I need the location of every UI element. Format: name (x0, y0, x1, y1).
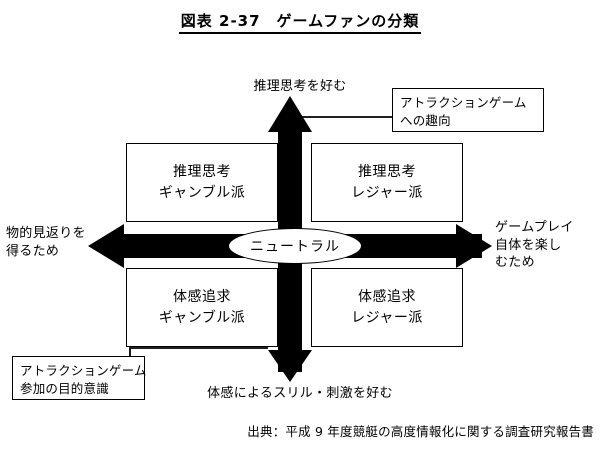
axis-arrowhead-left (88, 224, 124, 268)
page-title: 図表 2-37 ゲームファンの分類 (0, 10, 600, 34)
quadrant-top-right[interactable]: 推理思考 レジャー派 (311, 143, 463, 222)
quadrant-top-right-line1: 推理思考 (358, 163, 416, 180)
callout-attraction-preference-line1: アトラクションゲーム (400, 95, 527, 110)
quadrant-top-right-line2: レジャー派 (351, 184, 423, 201)
quadrant-bottom-right-line1: 体感追求 (358, 288, 416, 305)
source-note: 出典：平成 9 年度競艇の高度情報化に関する調査研究報告書 (247, 424, 594, 439)
axis-label-right-line3: むため (495, 255, 535, 271)
quadrant-bottom-right-line2: レジャー派 (351, 309, 423, 326)
quadrant-bottom-left-line2: ギャンブル派 (158, 309, 246, 326)
quadrant-bottom-left-line1: 体感追求 (173, 288, 231, 305)
quadrant-top-left[interactable]: 推理思考 ギャンブル派 (126, 143, 278, 222)
axis-arrowhead-down (268, 350, 312, 382)
callout-attraction-purpose-line2: 参加の目的意識 (20, 381, 109, 397)
axis-arrowhead-up (268, 96, 312, 132)
connector-bottom-left (129, 347, 268, 356)
callout-attraction-preference-line2: への趣向 (400, 113, 451, 129)
page-title-text: 図表 2-37 ゲームファンの分類 (178, 12, 422, 34)
callout-attraction-purpose[interactable]: アトラクションゲーム 参加の目的意識 (12, 356, 147, 400)
axis-label-right-line1: ゲームプレイ (495, 220, 574, 235)
axis-label-left: 物的見返りを 得るため (6, 225, 86, 260)
quadrant-top-left-line1: 推理思考 (173, 163, 231, 180)
center-neutral-label: ニュートラル (250, 239, 340, 255)
axis-label-right-line2: 自体を楽し (495, 237, 562, 253)
axis-label-bottom-text: 体感によるスリル・刺激を好む (207, 386, 393, 401)
quadrant-bottom-left[interactable]: 体感追求 ギャンブル派 (126, 268, 278, 347)
axis-label-right: ゲームプレイ 自体を楽し むため (495, 219, 574, 272)
axis-label-left-line1: 物的見返りを (6, 226, 86, 241)
callout-attraction-purpose-line1: アトラクションゲーム (20, 363, 147, 378)
axis-label-top: 推理思考を好む (0, 78, 600, 96)
quadrant-top-left-line2: ギャンブル派 (158, 184, 246, 201)
axis-label-left-line2: 得るため (6, 243, 60, 259)
axis-label-bottom: 体感によるスリル・刺激を好む (0, 385, 600, 403)
axis-label-top-text: 推理思考を好む (253, 79, 347, 94)
quadrant-bottom-right[interactable]: 体感追求 レジャー派 (311, 268, 463, 347)
center-neutral-ellipse[interactable]: ニュートラル (228, 228, 362, 264)
axis-arrowhead-right (456, 224, 492, 268)
callout-attraction-preference[interactable]: アトラクションゲーム への趣向 (392, 88, 544, 132)
